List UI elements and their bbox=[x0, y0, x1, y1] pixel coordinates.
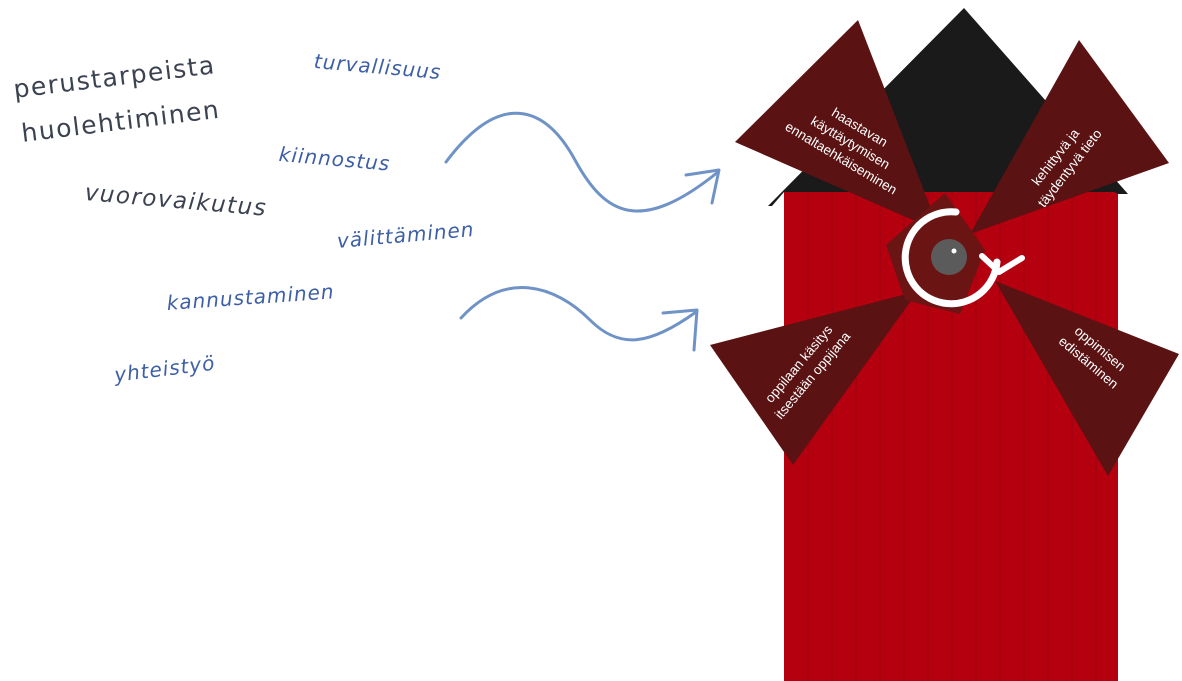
blade-top-right bbox=[970, 40, 1169, 234]
blade-bottom-left bbox=[710, 291, 918, 465]
blade-top-left bbox=[735, 20, 940, 232]
arrow-lower bbox=[459, 286, 699, 352]
blade-bottom-right bbox=[995, 281, 1179, 476]
arrow-upper bbox=[444, 111, 721, 213]
rotation-arrow-icon bbox=[901, 208, 1025, 308]
